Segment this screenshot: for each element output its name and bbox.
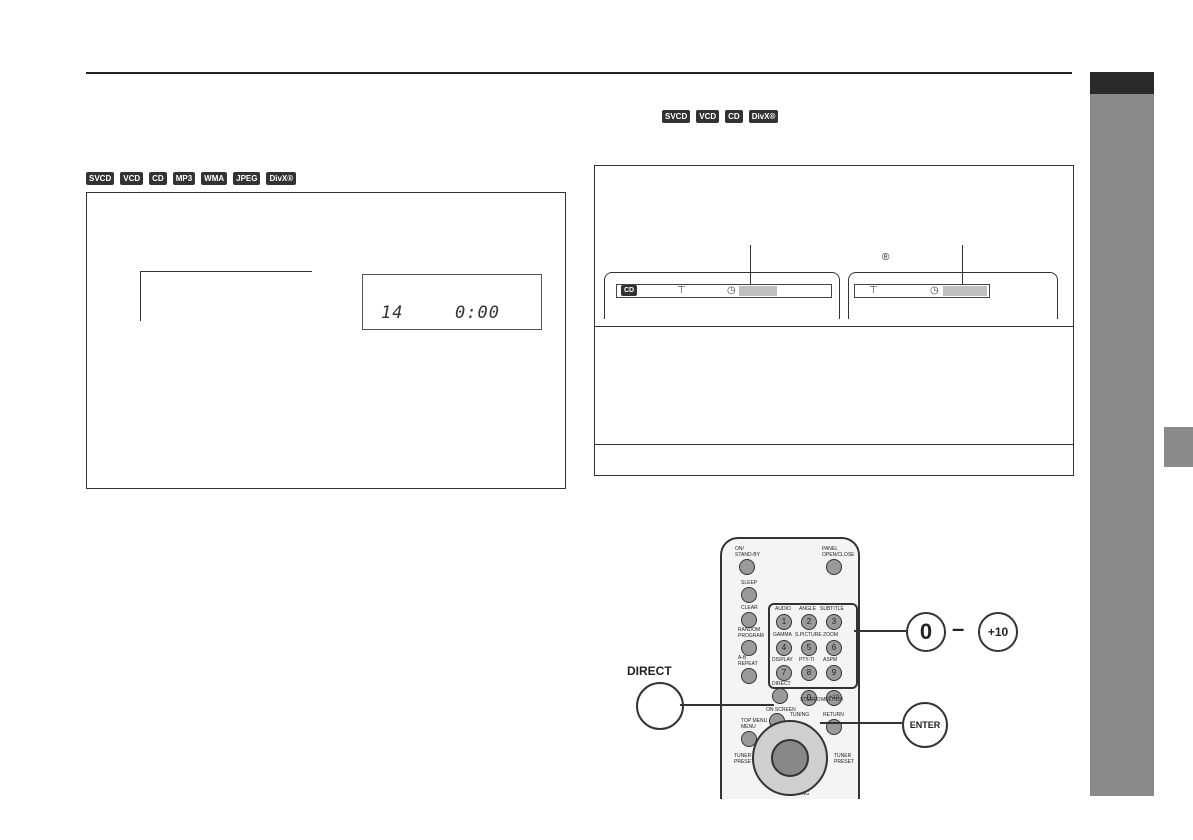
label-subtitle: SUBTITLE: [820, 606, 844, 612]
side-bar-cap: [1090, 72, 1154, 94]
label-panel: PANEL OPEN/CLOSE: [822, 546, 855, 558]
key-0[interactable]: 0: [801, 690, 817, 706]
leader-enter: [820, 722, 902, 724]
label-gamma: GAMMA: [773, 632, 792, 638]
key-3[interactable]: 3: [826, 614, 842, 630]
label-tuner-preset-right: TUNER PRESET: [834, 753, 855, 765]
step-box-left: [86, 192, 566, 489]
divx-pointer: [962, 245, 963, 285]
cd-icon: CD: [621, 285, 638, 296]
callout-key-0: 0: [906, 612, 946, 652]
key-8[interactable]: 8: [801, 665, 817, 681]
key-9[interactable]: 9: [826, 665, 842, 681]
label-audio: AUDIO: [775, 606, 791, 612]
lcd-track: 14: [381, 303, 404, 323]
label-spicture: S.PICTURE: [795, 632, 822, 638]
side-bar: [1090, 72, 1154, 796]
side-tab: [1164, 427, 1193, 467]
label-clear: CLEAR: [741, 605, 758, 611]
label-aspm: ASPM: [823, 657, 838, 663]
label-angle: ANGLE: [799, 606, 816, 612]
key-2[interactable]: 2: [801, 614, 817, 630]
label-random: RANDOM PROGRAM: [738, 627, 764, 639]
label-zoom: ZOOM: [823, 632, 838, 638]
badge-wma: WMA: [201, 172, 228, 185]
sleep-button[interactable]: [741, 587, 757, 603]
callout-direct-button: [636, 682, 684, 730]
label-top-menu: TOP MENU MENU: [741, 718, 768, 730]
divx-screen: [848, 272, 1058, 319]
label-on-standby: ON/ STAND-BY: [735, 546, 760, 558]
key-6[interactable]: 6: [826, 640, 842, 656]
leader-number-keys: [854, 630, 906, 632]
label-direct-small: DIRECT: [772, 681, 791, 687]
cd-screen: [604, 272, 840, 319]
panel-open-close-button[interactable]: [826, 559, 842, 575]
box-divider-2: [594, 444, 1074, 445]
standby-button[interactable]: [739, 559, 755, 575]
badge-svcd: SVCD: [86, 172, 115, 185]
key-1[interactable]: 1: [776, 614, 792, 630]
format-badges-right: SVCD VCD CD DivX®: [662, 110, 779, 123]
key-7[interactable]: 7: [776, 665, 792, 681]
clock-icon: ◷: [930, 285, 939, 296]
label-multich: MULTICH: [821, 697, 843, 703]
format-badges-left: SVCD VCD CD MP3 WMA JPEG DivX®: [86, 172, 297, 185]
label-sleep: SLEEP: [741, 580, 758, 586]
callout-enter: ENTER: [902, 702, 948, 748]
badge-cd: CD: [725, 110, 743, 123]
label-tuning-top: TUNING: [790, 712, 810, 718]
lcd-display: 14 0:00: [362, 274, 542, 330]
enter-button-small[interactable]: [771, 739, 809, 777]
label-tuner-preset-left: TUNER PRESET: [734, 753, 755, 765]
badge-mp3: MP3: [172, 172, 196, 185]
ab-repeat-button[interactable]: [741, 668, 757, 684]
badge-svcd: SVCD: [662, 110, 691, 123]
callout-key-plus10: +10: [978, 612, 1018, 652]
screen-left-edge: [140, 271, 141, 321]
label-on-screen: ON SCREEN: [766, 707, 796, 713]
box-divider-1: [594, 326, 1074, 327]
label-display: DISPLAY: [772, 657, 793, 663]
direct-button-small[interactable]: [772, 688, 788, 704]
callout-dash: –: [952, 616, 965, 641]
cd-highlight: [739, 286, 777, 296]
badge-divx: DivX®: [748, 110, 779, 123]
label-ab-repeat: A-B REPEAT: [738, 655, 758, 667]
cd-pointer: [750, 245, 751, 285]
top-rule: [86, 72, 1072, 74]
label-stereo: STEREO: [800, 697, 821, 703]
badge-vcd: VCD: [696, 110, 720, 123]
direction-pad[interactable]: [752, 720, 828, 796]
lcd-time: 0:00: [455, 303, 500, 323]
clock-icon: ◷: [727, 285, 736, 296]
badge-vcd: VCD: [120, 172, 144, 185]
badge-cd: CD: [149, 172, 167, 185]
clear-button[interactable]: [741, 612, 757, 628]
label-pty: PTY-TI: [799, 657, 815, 663]
badge-divx: DivX®: [266, 172, 297, 185]
random-button[interactable]: [741, 640, 757, 656]
leader-direct: [680, 704, 774, 706]
registered-mark: ®: [882, 252, 890, 263]
key-4[interactable]: 4: [776, 640, 792, 656]
key-plus10[interactable]: +10: [826, 690, 842, 706]
cd-screen-strip: CD ⊤ ◷: [616, 284, 832, 298]
number-key-group: [768, 603, 858, 689]
divx-highlight: [943, 286, 987, 296]
step-box-right: [594, 165, 1074, 476]
callout-direct-label: DIRECT: [627, 664, 672, 678]
badge-jpeg: JPEG: [233, 172, 261, 185]
key-5[interactable]: 5: [801, 640, 817, 656]
divx-screen-strip: ⊤ ◷: [854, 284, 990, 298]
antenna-icon: ⊤: [869, 285, 878, 296]
antenna-icon: ⊤: [677, 285, 686, 296]
label-return: RETURN: [823, 712, 844, 718]
screen-top-edge: [140, 271, 312, 272]
